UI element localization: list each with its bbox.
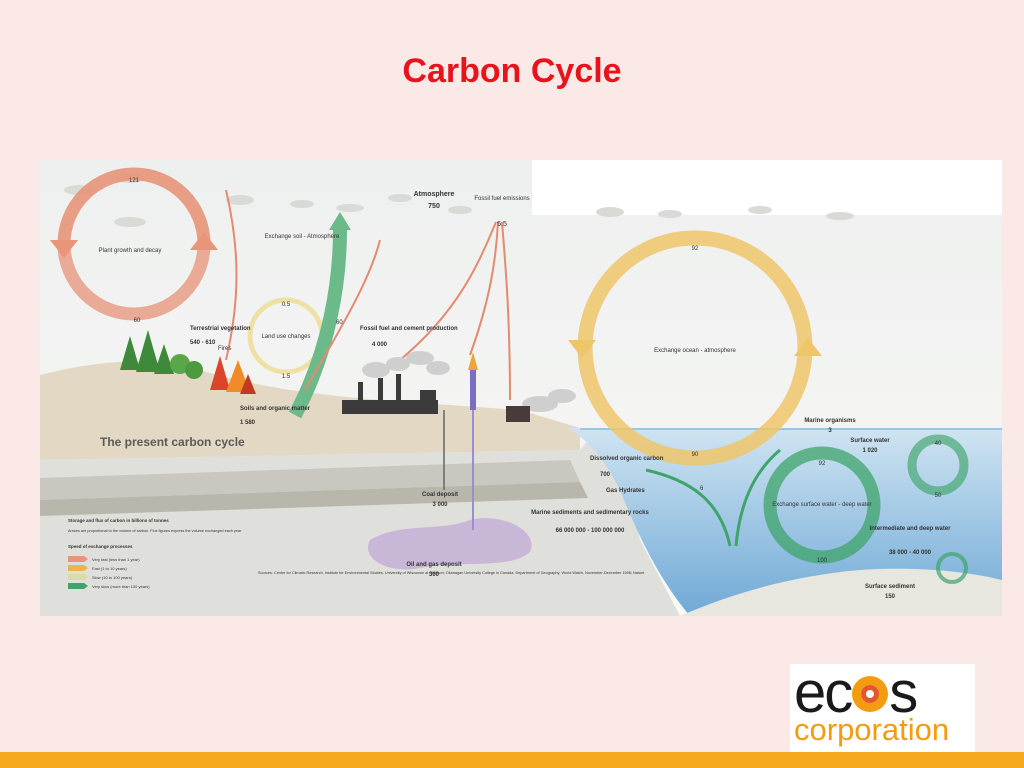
sediment-ring [936,552,968,584]
ocean-ring-arrow-right [794,338,822,356]
oil-gas-deposit [368,518,532,570]
fire [210,356,256,394]
legend-item-label: Slow (10 to 100 years) [92,575,133,580]
plant-top-value: 121 [129,178,140,184]
fossil-cement-value: 4 000 [372,342,388,348]
oil-gas-value: 300 [429,572,440,578]
dissolved-label: Dissolved organic carbon [590,456,664,462]
surface-sediment-value: 150 [885,594,896,600]
diagram-caption: The present carbon cycle [100,435,245,449]
land-use-bottom-value: 1.5 [282,374,291,380]
marine-sediments-value: 66 000 000 - 100 000 000 [556,528,625,534]
fossil-cement-label: Fossil fuel and cement production [360,326,458,332]
legend: Storage and flux of carbon in billions o… [68,518,242,589]
smoke [362,351,576,412]
side-top-value: 40 [935,441,942,447]
small-building [506,406,530,422]
coal-layer [40,460,580,500]
coal-label: Coal deposit [422,492,458,498]
intermediate-value: 38 000 - 40 000 [889,550,932,556]
gas-flare [443,352,478,530]
legend-swatch [68,574,88,580]
diagram-labels: 121 Plant growth and decay 60 Terrestria… [99,178,952,600]
terrestrial-label: Terrestrial vegetation [190,326,251,332]
carbon-cycle-diagram: 121 Plant growth and decay 60 Terrestria… [40,160,1002,616]
factory [342,374,438,414]
atmosphere-value: 750 [428,203,440,210]
plant-growth-label: Plant growth and decay [99,248,162,254]
ocean-floor [680,568,1002,616]
soil-exchange-label: Exchange soil - Atmosphere [265,234,340,240]
slide-title: Carbon Cycle [402,52,622,90]
logo-text-right: s [889,660,918,725]
emission-lines [225,189,511,401]
land-use-label: Land use changes [261,334,310,340]
fossil-emissions-label: Fossil fuel emissions [474,196,529,202]
fossil-emissions-value: 5.5 [497,221,507,228]
marine-organisms-label: Marine organisms [804,418,856,424]
gas-hydrate-flow [734,448,781,547]
sources-note: Sources: Center for Climatic Research, I… [258,571,645,575]
soils-label: Soils and organic matter [240,406,311,412]
surface-deep-label: Exchange surface water - deep water [772,502,871,508]
legend-swatch [68,565,88,571]
surface-water-label: Surface water [850,438,890,444]
legend-swatch [68,556,88,562]
surface-deep-top: 92 [819,461,826,467]
atmosphere-label: Atmosphere [414,191,455,198]
ocean-top-value: 92 [692,246,699,252]
soil-surface [40,361,580,460]
dissolved-value: 700 [600,472,611,478]
legend-items: Very fast (less than 1 year) Fast (1 to 1… [68,556,150,589]
logo-text-left: ec [794,660,853,725]
soils-value: 1 580 [240,420,256,426]
small-flow-value: 6 [700,486,704,492]
terrestrial-value: 540 - 610 [190,340,216,346]
surface-deep-ring [763,446,881,564]
legend-item-label: Very fast (less than 1 year) [92,557,140,562]
legend-note: Arrows are proportional to the volume of… [68,529,242,533]
marine-sediments-label: Marine sediments and sedimentary rocks [531,510,649,516]
ocean-exchange-label: Exchange ocean - atmosphere [654,348,736,354]
logo-subtitle: corporation [794,712,950,747]
ocean-ring-arrow-left [568,340,596,358]
plant-cycle-arrow-right [190,232,218,250]
side-ring [907,434,969,496]
legend-swatch [68,583,88,589]
plant-bottom-value: 60 [134,318,141,324]
ocean-bottom-value: 90 [692,452,699,458]
gas-hydrates-label: Gas Hydrates [606,488,645,494]
coal-value: 3 000 [432,502,448,508]
logo-o-icon [852,675,889,712]
soil-exchange-arrowhead [329,212,351,230]
surface-deep-bottom: 100 [817,558,828,564]
plant-growth-cycle [57,167,211,321]
land-use-top-value: 0.5 [282,302,291,308]
surface-water-value: 1 020 [862,448,878,454]
bottom-bar [0,752,1024,768]
fires-label: Fires [218,346,231,352]
forest [120,330,203,379]
oil-gas-label: Oil and gas deposit [406,562,461,568]
legend-title: Storage and flux of carbon in billions o… [68,518,169,523]
sediment-band [40,482,588,516]
soil-exchange-value: 60 [336,320,343,326]
legend-speed-title: Speed of exchange processes [68,544,133,549]
intermediate-label: Intermediate and deep water [869,526,951,532]
legend-item-label: Very slow (more than 100 years) [92,584,150,589]
marine-organisms-value: 3 [828,428,832,434]
plant-cycle-arrow-left [50,240,78,258]
side-bottom-value: 50 [935,493,942,499]
legend-item-label: Fast (1 to 10 years) [92,566,127,571]
sky-white-panel [532,160,1002,215]
dissolved-flow-arrow [645,468,732,547]
soil-exchange-arrow [288,229,347,419]
surface-sediment-label: Surface sediment [865,584,915,590]
